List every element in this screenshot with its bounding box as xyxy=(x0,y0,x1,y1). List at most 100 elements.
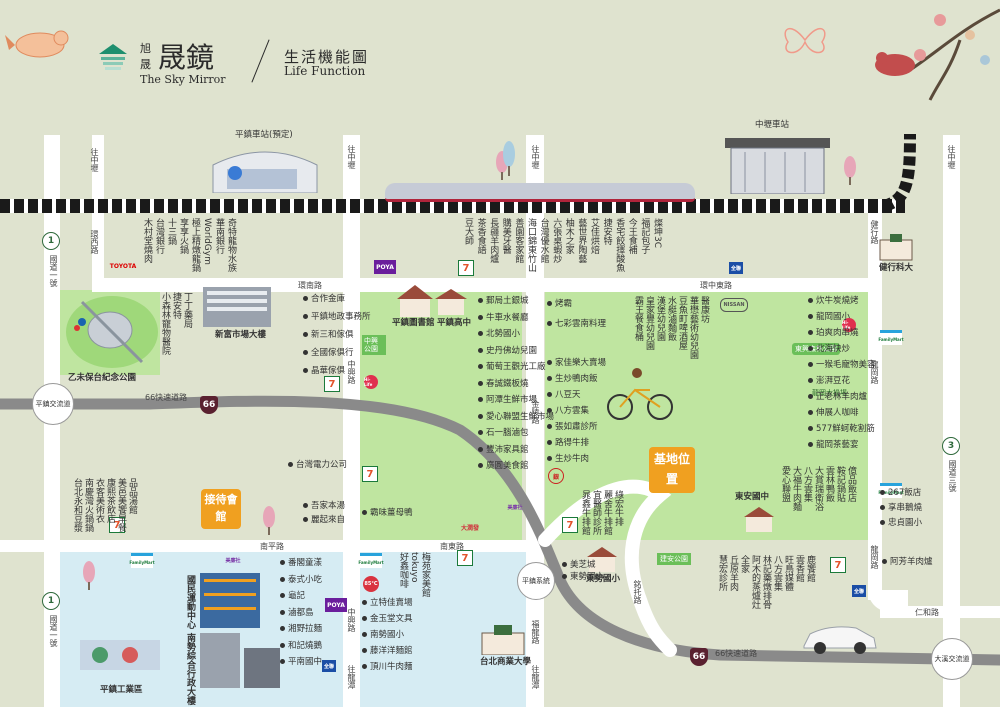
library-illustration xyxy=(397,285,433,317)
bullet-dot-icon xyxy=(478,430,483,435)
simplemart-logo-2: 美廉社 xyxy=(507,504,523,511)
bullet-dot-icon xyxy=(280,642,285,648)
pxmart-logo-2: 全聯 xyxy=(852,585,866,597)
dongshi-label: 東勢國小 xyxy=(586,574,621,584)
poi-label: 烤霸 xyxy=(547,299,572,310)
road-label-renhe: 仁和路 xyxy=(915,608,939,617)
poi-label: 生炒牛肉 xyxy=(547,454,589,465)
sports-center-illustration xyxy=(200,573,260,628)
bullet-dot-icon xyxy=(280,626,285,631)
bullet-dot-icon xyxy=(808,394,813,399)
poi-label: 龍岡茶藝宴 xyxy=(808,440,859,451)
brand-sub-en: Life Function xyxy=(284,64,366,78)
dongshi-illustration xyxy=(587,547,617,572)
yimo-park-illustration xyxy=(66,296,158,368)
industrial-zone-label: 平鎮工業區 xyxy=(100,685,143,695)
poi-label: 北海快炒 xyxy=(808,344,850,355)
bullet-dot-icon xyxy=(280,576,285,582)
poi-label: 梅苑家美館 xyxy=(420,552,430,597)
poi-label: 吾家本湯 xyxy=(303,501,345,512)
road-label-wang-zhongli-4: 往中壢 xyxy=(947,145,956,169)
dongan-illustration xyxy=(744,507,774,532)
poi-label: 麗起來自 xyxy=(303,515,345,526)
poi-label: 台灣銀行 xyxy=(154,218,164,254)
road-huanxi xyxy=(92,215,104,290)
poi-label: 今王食補 xyxy=(626,218,637,254)
poi-label: 六張桌蝦炒 xyxy=(551,218,562,263)
poi-label: 阿潭生鮮市場 xyxy=(478,395,537,406)
road-label-jianxing: 健行路 xyxy=(870,220,879,244)
poi-label: 阿芳羊肉爐 xyxy=(882,557,933,568)
poi-label: 八豆天 xyxy=(547,390,581,401)
road-renhe xyxy=(880,606,1000,618)
familymart-logo-3: FamilyMart xyxy=(358,553,384,568)
bullet-dot-icon xyxy=(547,440,552,445)
poi-label: 香宅餃擇酸魚 xyxy=(614,218,625,272)
bullet-dot-icon xyxy=(280,659,285,664)
freeway1-shield-b: 1 xyxy=(42,592,60,610)
poi-label: 南慶灣火鍋鍋 xyxy=(83,478,93,532)
poi-label: 正老林羊肉爐 xyxy=(808,392,867,403)
poi-label: 平南國中 xyxy=(280,657,322,668)
poi-label: 石一腦滷包 xyxy=(478,428,529,439)
poi-label: tokuyo xyxy=(409,552,419,583)
poi-label: 霸味薑母鴨 xyxy=(362,508,413,519)
poi-label: 茶香食語 xyxy=(475,218,486,254)
bullet-dot-icon xyxy=(808,426,813,431)
freeway3-shield: 3 xyxy=(942,437,960,455)
poi-label: 忠貞園小 xyxy=(880,518,922,529)
freeway1-shield-a: 1 xyxy=(42,232,60,250)
road-label-expressway-bottom: 66快速道路 xyxy=(715,649,758,658)
cyclist-illustration xyxy=(607,368,673,420)
jianxing-tech-label: 健行科大 xyxy=(879,263,914,273)
road-label-wang-longtan-2: 往龍潭 xyxy=(531,665,540,689)
dongan-label: 東安國中 xyxy=(735,492,770,502)
poi-label: 八方雲集 xyxy=(802,466,812,502)
bullet-dot-icon xyxy=(547,408,552,413)
road-label-longgang2: 龍岡路 xyxy=(870,545,879,569)
reception-label: 接待會館 xyxy=(201,489,241,529)
bullet-dot-icon xyxy=(362,632,367,637)
poi-label: 美邑美饗早餐 xyxy=(116,478,126,532)
bullet-dot-icon xyxy=(808,442,813,447)
road-label-huanzhongdong: 環中東路 xyxy=(700,281,732,290)
poi-label: 麗舍牛排館 xyxy=(602,490,612,535)
familymart-logo-4: FamilyMart xyxy=(878,483,904,498)
bullet-dot-icon xyxy=(562,562,567,567)
zhongxing-park-label: 中興公園 xyxy=(362,335,386,355)
road-nanping xyxy=(0,540,545,552)
poi-label: 丁丁藥局 xyxy=(182,292,192,328)
bullet-dot-icon xyxy=(547,376,552,381)
highschool-illustration xyxy=(435,289,467,315)
road-label-jinling: 金陵路 xyxy=(531,400,540,424)
road-label-huannan: 環南路 xyxy=(298,281,322,290)
poi-label: 宜醫師診所 xyxy=(591,490,601,535)
jianxing-tech-illustration xyxy=(879,234,913,261)
poi-label: 小森林寵物醫院 xyxy=(160,292,170,355)
poi-label: 十三鍋 xyxy=(166,218,176,245)
interchange-pingzhen-system: 平鎮系統 xyxy=(517,562,555,600)
seven-logo-6: 7 xyxy=(830,557,846,573)
poi-label: 長疆羊肉爐 xyxy=(488,218,499,263)
bullet-dot-icon xyxy=(478,446,483,452)
bank-logo: 銀 xyxy=(548,468,564,484)
poi-label: 燦坤3C xyxy=(652,218,662,249)
poi-label: 享串鵝燒 xyxy=(880,503,922,514)
bullet-dot-icon xyxy=(882,559,887,564)
dongxing-park-label: 東興森林公園 xyxy=(792,343,840,355)
bullet-dot-icon xyxy=(303,314,308,319)
expressway66-shield-a: 66 xyxy=(200,396,218,414)
road-label-fulong: 福龍路 xyxy=(531,620,540,644)
industrial-zone-illustration xyxy=(80,640,160,670)
jianan-park-label: 建安公園 xyxy=(657,553,691,565)
poi-label: 八方雲集 xyxy=(547,406,589,417)
simplemart-logo: 美廉社 xyxy=(225,557,241,564)
bullet-dot-icon xyxy=(478,397,483,402)
poi-label: 丘原羊肉 xyxy=(728,555,738,591)
rtmart-logo: 大潤發 xyxy=(460,524,479,532)
tree-icon xyxy=(263,506,275,535)
bullet-dot-icon xyxy=(288,462,293,467)
poi-label: 品品湯館 xyxy=(127,478,137,514)
tree-icon xyxy=(503,141,515,176)
poi-label: 衣客美術衣 xyxy=(94,478,104,523)
